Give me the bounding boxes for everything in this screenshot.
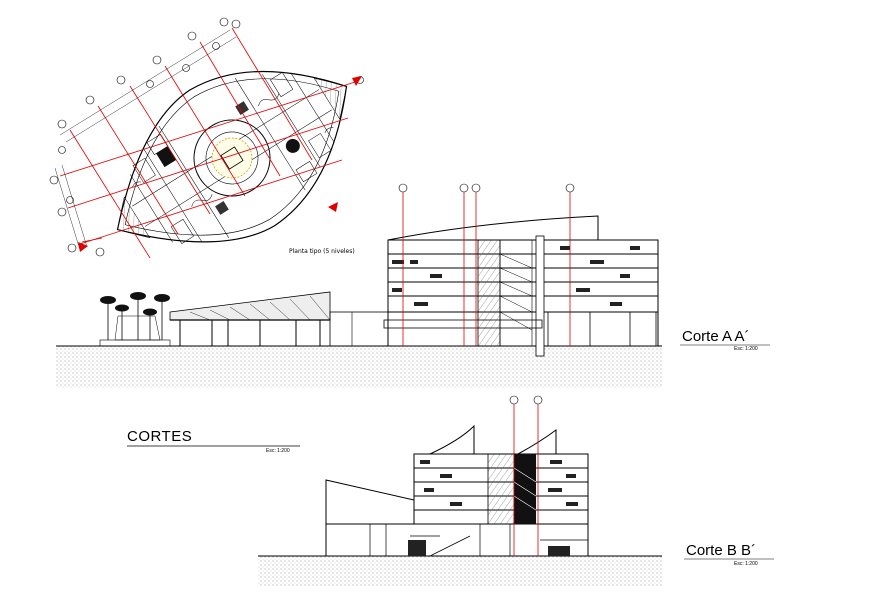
section-a-title: Corte A A´ xyxy=(682,328,750,345)
section-b-title: Corte B B´ xyxy=(686,542,757,559)
plan-title: Planta tipo (5 niveles) xyxy=(289,248,355,255)
palm-trees xyxy=(107,296,163,340)
section-a-scale: Esc: 1:200 xyxy=(734,346,758,352)
ground-a xyxy=(56,346,662,388)
ground-b xyxy=(258,556,662,586)
section-b-b xyxy=(258,395,662,586)
section-a-a xyxy=(56,183,662,388)
cortes-scale: Esc: 1:200 xyxy=(266,448,290,454)
tower-a xyxy=(387,239,659,347)
floor-plan xyxy=(49,17,364,259)
section-b-scale: Esc: 1:200 xyxy=(734,561,758,567)
cortes-title: CORTES xyxy=(127,428,193,445)
